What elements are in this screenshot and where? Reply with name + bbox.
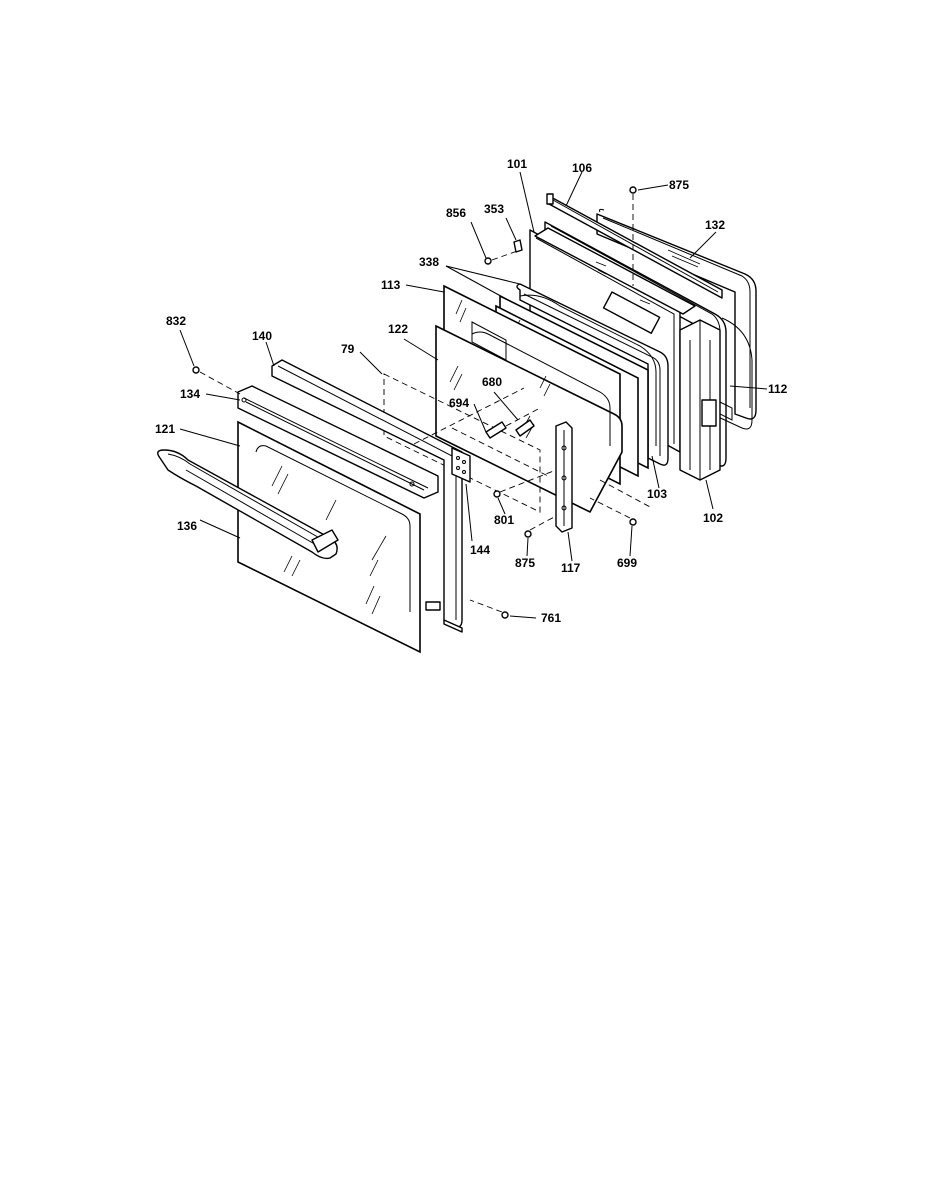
part-label-79: 79 [341,342,355,356]
part-label-122: 122 [388,322,408,336]
part-label-121: 121 [155,422,175,436]
alignment-line [413,387,525,445]
glass-panel-122 [435,324,623,514]
part-label-117: 117 [561,561,581,575]
screw-801 [493,469,557,498]
part-label-875: 875 [669,178,689,192]
screw-832 [192,366,241,395]
vent-trim-134 [237,385,439,499]
part-label-832: 832 [166,314,186,328]
part-label-338: 338 [419,255,439,269]
bracket-117 [555,421,573,533]
part-label-113: 113 [381,278,401,292]
part-label-103: 103 [647,487,667,501]
part-label-136: 136 [177,519,197,533]
glass-frame-103 [516,283,669,466]
hinge-channel-102 [679,319,721,481]
screw-694 [485,407,541,439]
part-label-134: 134 [180,387,200,401]
hinge-plate-144 [451,447,471,483]
part-label-875: 875 [515,556,535,570]
screw-856 [484,249,521,265]
part-label-132: 132 [705,218,725,232]
part-label-112: 112 [768,382,788,396]
clip-353 [513,239,523,253]
leader-lines [179,171,768,619]
part-label-801: 801 [494,513,514,527]
part-label-140: 140 [252,329,272,343]
alignment-line [451,427,549,477]
screw-875-top [629,186,637,286]
screw-875-bottom [524,515,557,538]
insulation-79 [383,373,541,513]
part-label-694: 694 [449,396,469,410]
alignment-line [599,479,653,509]
door-back-frame-132 [596,208,757,420]
screw-680 [515,419,535,437]
part-label-101: 101 [507,157,527,171]
top-trim-106 [546,193,723,299]
part-label-353: 353 [484,202,504,216]
part-label-680: 680 [482,375,502,389]
screw-761 [469,599,509,619]
part-label-144: 144 [470,543,490,557]
screw-699 [589,497,637,526]
part-label-856: 856 [446,206,466,220]
part-label-761: 761 [541,611,561,625]
part-label-699: 699 [617,556,637,570]
part-label-106: 106 [572,161,592,175]
part-label-102: 102 [703,511,723,525]
door-handle-136 [157,449,339,560]
